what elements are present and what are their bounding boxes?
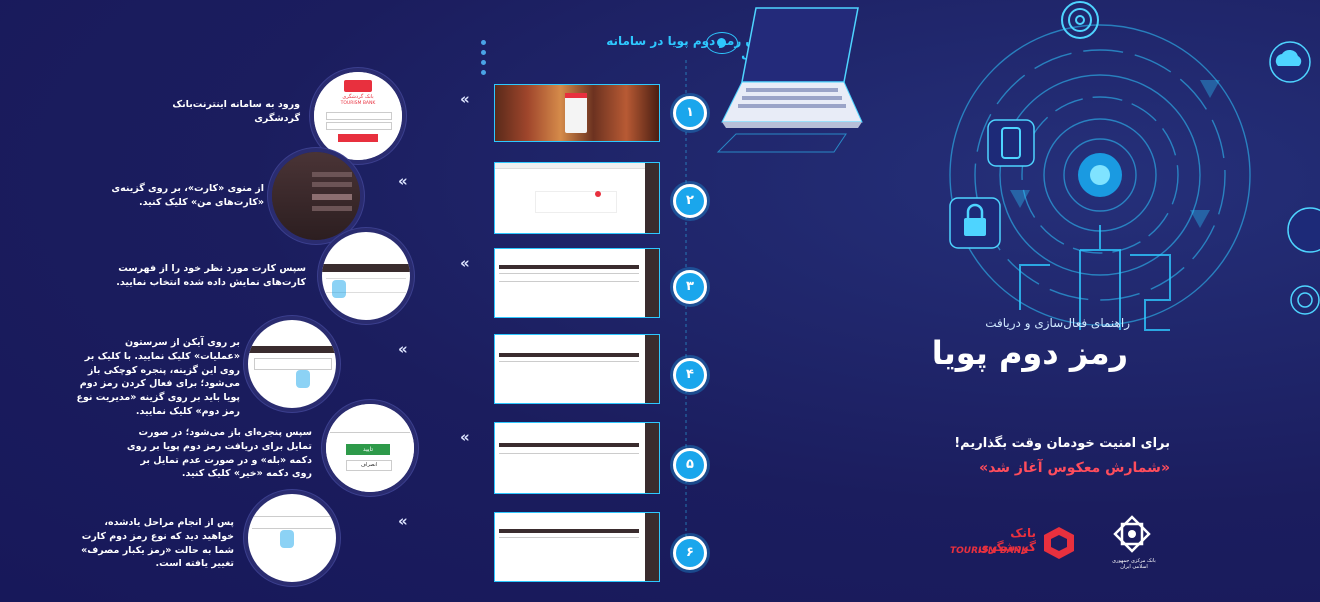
step-5-thumbnail: تایید انصراف bbox=[322, 400, 418, 496]
central-bank-name: بانک مرکزی جمهوری اسلامی ایران bbox=[1112, 558, 1156, 570]
guide-title: رمز دوم پویا bbox=[931, 334, 1128, 372]
tourism-bank-emblem-icon bbox=[1044, 527, 1074, 559]
guide-subtitle: راهنمای فعال‌سازی و دریافت bbox=[985, 316, 1130, 330]
step-6-screenshot bbox=[494, 512, 660, 582]
chevron-icon: « bbox=[398, 340, 408, 358]
chevron-icon: « bbox=[398, 512, 408, 530]
shield-icon bbox=[1287, 207, 1320, 253]
step-6-text: پس از انجام مراحل یادشده، خواهید دید که … bbox=[81, 517, 234, 570]
thumb-bank-name: بانک گردشگری bbox=[342, 94, 374, 100]
step-2-screenshot bbox=[494, 162, 660, 234]
step-2-thumbnail bbox=[268, 148, 364, 244]
step-6-thumbnail bbox=[244, 490, 340, 586]
laptop-illustration bbox=[716, 7, 863, 153]
security-key-illustration bbox=[949, 1, 1320, 331]
step-3-badge: ۳ bbox=[673, 270, 707, 304]
step-5-screenshot bbox=[494, 422, 660, 494]
step-4-thumbnail bbox=[244, 316, 340, 412]
step-3-thumbnail bbox=[318, 228, 414, 324]
step-4-screenshot bbox=[494, 334, 660, 404]
slogan-line-1: برای امنیت خودمان وقت بگذاریم! bbox=[954, 436, 1170, 451]
cloud-icon bbox=[1269, 41, 1311, 83]
lock-icon bbox=[949, 197, 1001, 249]
step-2-text: از منوی «کارت»، بر روی گزینه‌ی «کارت‌های… bbox=[111, 183, 264, 208]
step-4-text: بر روی آیکن از سرستون «عملیات» کلیک نمای… bbox=[76, 337, 240, 417]
hand-pointer-icon bbox=[280, 530, 294, 548]
eye-icon bbox=[706, 32, 738, 54]
central-bank-emblem-icon bbox=[1113, 515, 1151, 553]
yes-button[interactable]: تایید bbox=[346, 444, 390, 455]
step-1-screenshot bbox=[494, 84, 660, 142]
phone-icon bbox=[987, 119, 1035, 167]
step-5-badge: ۵ bbox=[673, 448, 707, 482]
no-button[interactable]: انصراف bbox=[346, 460, 392, 471]
chevron-icon: « bbox=[460, 254, 470, 272]
step-3-text: سپس کارت مورد نظر خود را از فهرست کارت‌ه… bbox=[116, 263, 306, 288]
step-5-text: سپس پنجره‌ای باز می‌شود؛ در صورت تمایل ب… bbox=[126, 427, 312, 480]
fingerprint-icon bbox=[1061, 1, 1099, 39]
step-1-badge: ۱ bbox=[673, 96, 707, 130]
step-3-screenshot bbox=[494, 248, 660, 318]
step-6-badge: ۶ bbox=[673, 536, 707, 570]
hand-pointer-icon bbox=[332, 280, 346, 298]
central-bank-logo: بانک مرکزی جمهوری اسلامی ایران bbox=[1104, 514, 1164, 576]
hand-pointer-icon bbox=[296, 370, 310, 388]
chevron-icon: « bbox=[398, 172, 408, 190]
thumb-bank-name-en: TOURISM BANK bbox=[340, 101, 376, 106]
bank-logo-icon bbox=[344, 80, 372, 92]
step-2-badge: ۲ bbox=[673, 184, 707, 218]
slogan-line-2: «شمارش معکوس آغاز شد» bbox=[979, 460, 1170, 476]
header-dots bbox=[480, 40, 488, 80]
fingerprint-small-icon bbox=[1290, 285, 1320, 315]
step-4-badge: ۴ bbox=[673, 358, 707, 392]
tourism-bank-logo: بانک گردشگری TOURISM BANK bbox=[950, 522, 1080, 566]
chevron-icon: « bbox=[460, 428, 470, 446]
chevron-icon: « bbox=[460, 90, 470, 108]
step-1-text: ورود به سامانه اینترنت‌بانک گردشگری bbox=[172, 99, 300, 124]
